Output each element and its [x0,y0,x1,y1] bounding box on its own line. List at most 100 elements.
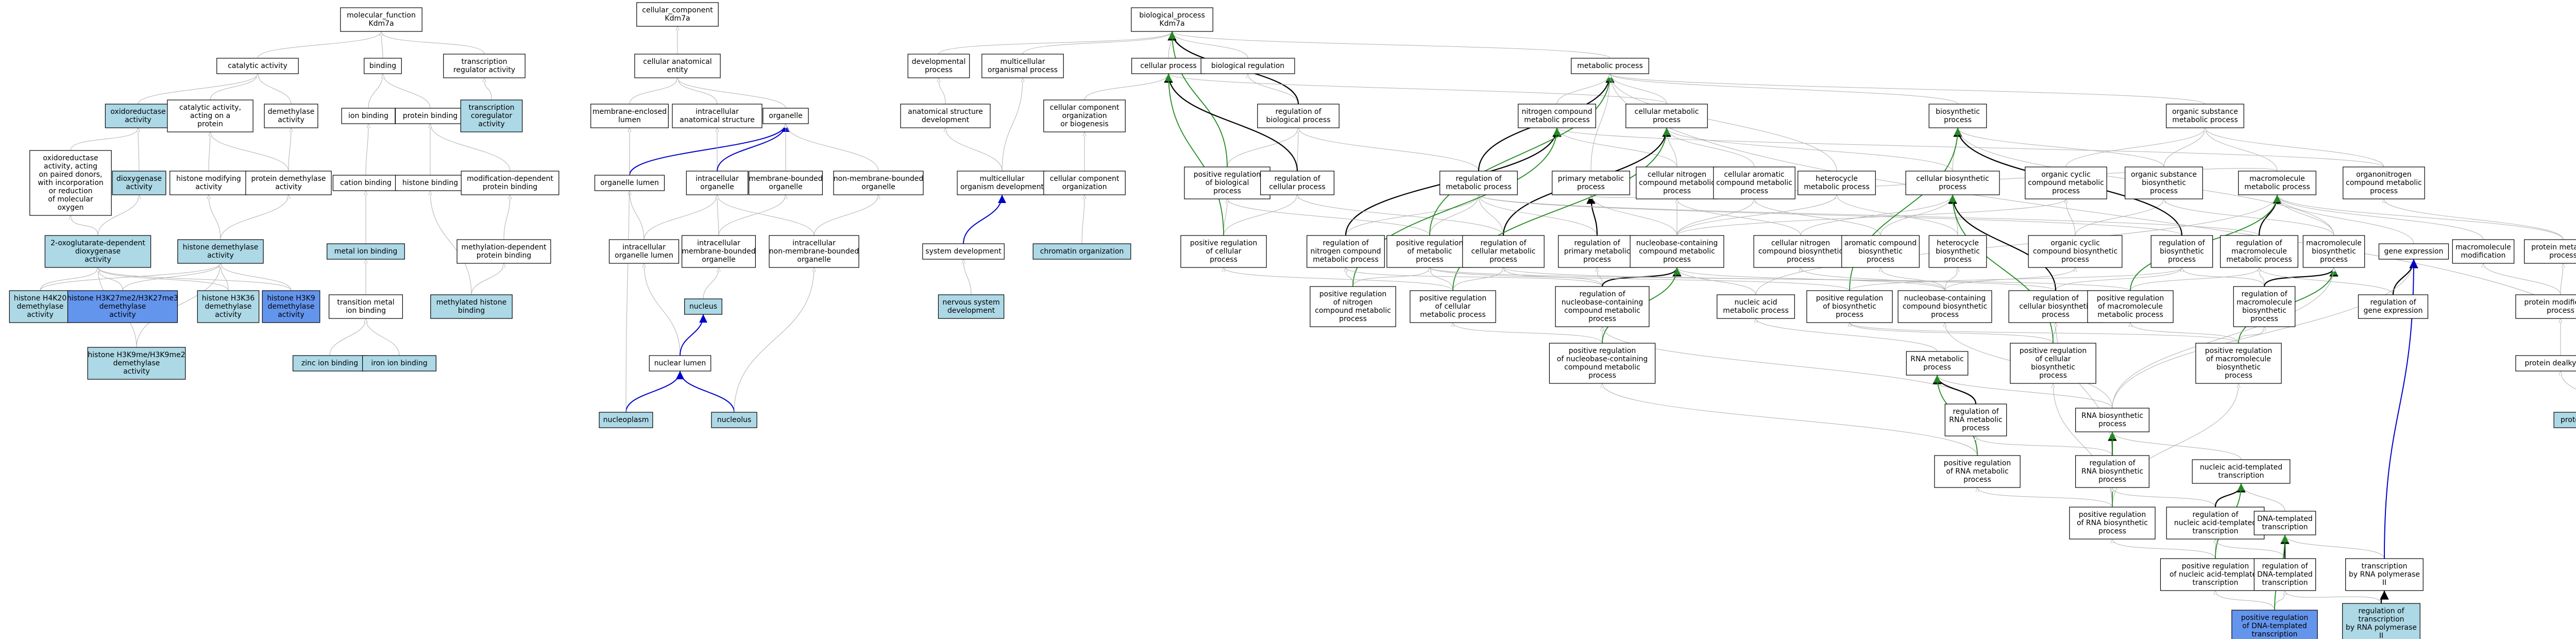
grey-edge [1479,194,1598,236]
go-term-label: heterocycle [1937,239,1979,247]
go-term-box [1180,235,1267,268]
go-term-label: positive regulation [1419,294,1486,302]
go-term-label: regulation of [1455,175,1502,183]
go-term-label: histone H4K20 [14,294,66,302]
go-term-label: metabolic process [1524,116,1590,124]
go-term-box [907,54,970,78]
go-term-box [1518,104,1596,128]
go-term-label: protein metabolic [2531,243,2576,251]
go-term-label: transcription [2262,523,2308,531]
blue-edge [717,123,790,172]
go-term-label: development [947,307,995,315]
go-term-label: binding [458,307,485,315]
go-term-box [2075,455,2150,488]
grey-edge [2075,198,2164,236]
go-term-label: non-membrane-bounded [769,247,859,256]
go-term-label: biosynthetic [2312,247,2356,256]
grey-edge [2130,267,2259,291]
go-term-label: cellular anatomical [643,58,711,66]
go-term-box [649,355,711,372]
go-term-label: oxygen [57,204,83,212]
go-term-label: molecular_function [347,11,416,20]
go-term-box [1713,166,1795,199]
blue-edge [680,314,707,356]
go-term-box [981,54,1064,78]
go-term-label: organic cyclic [2050,239,2100,247]
go-term-label: of DNA-templated [2242,622,2307,630]
go-term-box [833,171,924,195]
go-term-label: process [1588,315,1616,323]
go-term-box [748,171,823,195]
go-term-label: cellular process [1269,183,1325,191]
go-term-label: of nitrogen [1333,298,1373,307]
go-term-box [2515,294,2576,319]
go-term-node: regulation ofnucleobase-containingcompou… [1555,286,1650,327]
grey-edge [2112,259,2414,409]
go-term-box [594,175,665,191]
go-term-label: metabolic process [1420,311,1486,319]
grey-edge [2277,194,2564,240]
grey-edge [2277,194,2484,240]
go-term-label: of cellular [1206,247,1241,256]
go-term-label: regulation of [1274,175,1320,183]
go-term-label: regulator activity [453,66,515,74]
go-term-label: cellular nitrogen [1771,239,1830,247]
go-term-label: intracellular [622,243,666,251]
go-term-label: zinc ion binding [301,359,358,367]
go-term-box [938,294,1005,319]
go-term-label: demethylase [268,302,315,311]
grey-edge [484,78,492,100]
grey-edge [1610,73,2206,105]
go-term-label: process [1867,256,1894,264]
go-term-label: regulation of [2159,239,2205,247]
grey-edge [1801,267,1945,291]
go-term-label: protein demethylation [2561,416,2576,424]
go-term-node: cellular process [1131,58,1206,74]
go-term-box [1043,99,1126,132]
go-term-node: histone binding [395,175,466,191]
go-term-node: nucleoplasm [599,412,653,428]
go-term-label: nucleic acid [1734,298,1777,307]
grey-edge [1345,194,1479,236]
go-term-node: nucleus [684,298,722,315]
go-term-label: cellular process [1140,62,1196,70]
go-term-box [328,294,403,319]
black-edge [1164,73,1298,172]
go-term-node: protein dealkylation [2515,355,2576,372]
go-term-label: compound metabolic [1564,363,1640,372]
go-term-label: compound biosynthetic [1903,302,1987,311]
grey-edge [1223,195,1297,236]
grey-edge [329,318,366,356]
go-term-label: nervous system [942,298,999,307]
go-term-box [112,171,166,195]
go-term-label: protein binding [483,183,537,191]
go-term-box [1260,171,1335,195]
grey-edge [717,195,719,236]
go-term-label: transcription [461,58,507,66]
go-term-box [2342,603,2420,639]
grey-edge [1837,194,1958,236]
grey-edge [1168,31,1172,59]
green-edge [1168,31,1228,167]
go-term-label: activity [27,311,54,319]
